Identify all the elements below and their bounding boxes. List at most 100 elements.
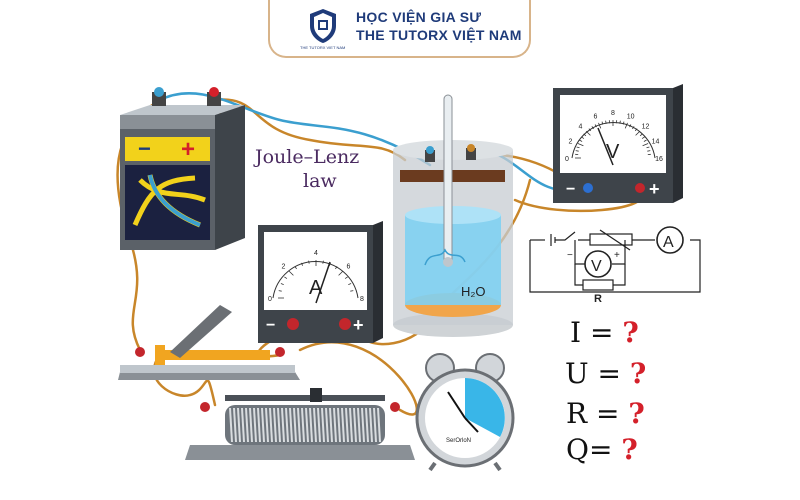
scale-tick (338, 270, 344, 276)
coil-turn (229, 407, 233, 443)
coil-turn (341, 407, 345, 443)
coil-turn (289, 407, 293, 443)
circuit-voltmeter-symbol: V (591, 258, 602, 275)
battery: − + (120, 87, 245, 250)
coil-turn (265, 407, 269, 443)
scale-tick-label: 2 (282, 264, 286, 271)
ammeter-minus: − (266, 317, 275, 334)
rheostat (185, 388, 415, 460)
scale-tick (301, 262, 303, 266)
scale-tick (642, 143, 649, 147)
coil-turn (297, 407, 301, 443)
question-heat: Q= ? (566, 433, 638, 466)
coil-turn (329, 407, 333, 443)
scale-tick (284, 276, 288, 279)
scale-tick-label: 0 (268, 296, 272, 303)
knife-switch (118, 305, 300, 380)
question-voltage: U = ? (565, 357, 647, 390)
scale-tick (576, 146, 580, 149)
coil-turn (253, 407, 257, 443)
alarm-clock: SerOrloN (415, 353, 515, 472)
scale-tick (639, 133, 643, 137)
scale-tick (581, 136, 585, 139)
scale-tick (335, 266, 338, 270)
coil-turn (317, 407, 321, 443)
scale-tick (583, 133, 587, 137)
coil-turn (273, 407, 277, 443)
voltmeter-symbol: V (606, 141, 620, 163)
title-line-1: Joule–Lenz (255, 146, 360, 168)
coil-turn (377, 407, 381, 443)
circuit-resistor-label: R (594, 293, 602, 305)
scale-tick-label: 8 (611, 110, 615, 117)
battery-minus: − (138, 136, 151, 161)
scale-tick (348, 283, 352, 285)
scale-tick (575, 150, 579, 152)
scale-tick (634, 128, 638, 132)
coil-turn (357, 407, 361, 443)
battery-plus: + (181, 136, 195, 163)
scale-tick (294, 266, 297, 270)
scale-tick (588, 128, 592, 132)
coil-turn (361, 407, 365, 443)
coil-turn (233, 407, 237, 443)
scale-tick (278, 290, 282, 292)
scale-tick (632, 126, 635, 130)
coil-turn (345, 407, 349, 443)
scale-tick-label: 4 (314, 250, 318, 257)
question-current: I = ? (570, 316, 639, 349)
scale-tick-label: 14 (652, 138, 660, 145)
circuit-plus: + (614, 250, 620, 261)
brand-header: THE TUTORX VIET NAM HỌC VIỆN GIA SƯ THE … (268, 0, 531, 58)
brand-line-1: HỌC VIỆN GIA SƯ (356, 9, 482, 25)
voltmeter-plus: + (649, 179, 660, 199)
coil-turn (321, 407, 325, 443)
scale-tick (605, 120, 607, 124)
circuit-minus: − (567, 250, 573, 261)
voltmeter-minus: − (566, 181, 575, 198)
scale-tick-label: 6 (593, 114, 597, 121)
scale-tick (344, 276, 348, 279)
coil-turn (285, 407, 289, 443)
coil-turn (293, 407, 297, 443)
coil-turn (309, 407, 313, 443)
coil-turn (249, 407, 253, 443)
scale-tick (641, 136, 645, 139)
scale-tick (579, 139, 583, 142)
water-label: H₂O (461, 284, 486, 299)
clock-brand: SerOrloN (446, 438, 471, 444)
scale-tick-label: 8 (360, 296, 364, 303)
coil-turn (369, 407, 373, 443)
title-line-2: law (303, 170, 337, 192)
coil-turn (269, 407, 273, 443)
coil-turn (333, 407, 337, 443)
scale-tick (288, 270, 294, 276)
coil-turn (349, 407, 353, 443)
scale-tick (601, 121, 604, 125)
scale-tick (646, 146, 650, 149)
circuit-diagram (529, 226, 701, 293)
scale-tick (635, 130, 641, 136)
scale-tick-label: 0 (565, 156, 569, 163)
scale-tick (643, 139, 647, 142)
coil-turn (241, 407, 245, 443)
coil-turn (313, 407, 317, 443)
coil-turn (277, 407, 281, 443)
coil-turn (373, 407, 377, 443)
scale-tick (322, 260, 324, 264)
scale-tick-label: 10 (627, 114, 635, 121)
scale-tick-label: 2 (569, 138, 573, 145)
scale-tick (622, 121, 625, 125)
coil-turn (281, 407, 285, 443)
scale-tick-label: 12 (642, 124, 650, 131)
scale-tick-label: 16 (655, 156, 663, 163)
coil-turn (305, 407, 309, 443)
scale-tick (647, 150, 651, 152)
coil-turn (301, 407, 305, 443)
coil-turn (257, 407, 261, 443)
scale-tick (598, 122, 602, 129)
scale-tick (280, 283, 284, 285)
